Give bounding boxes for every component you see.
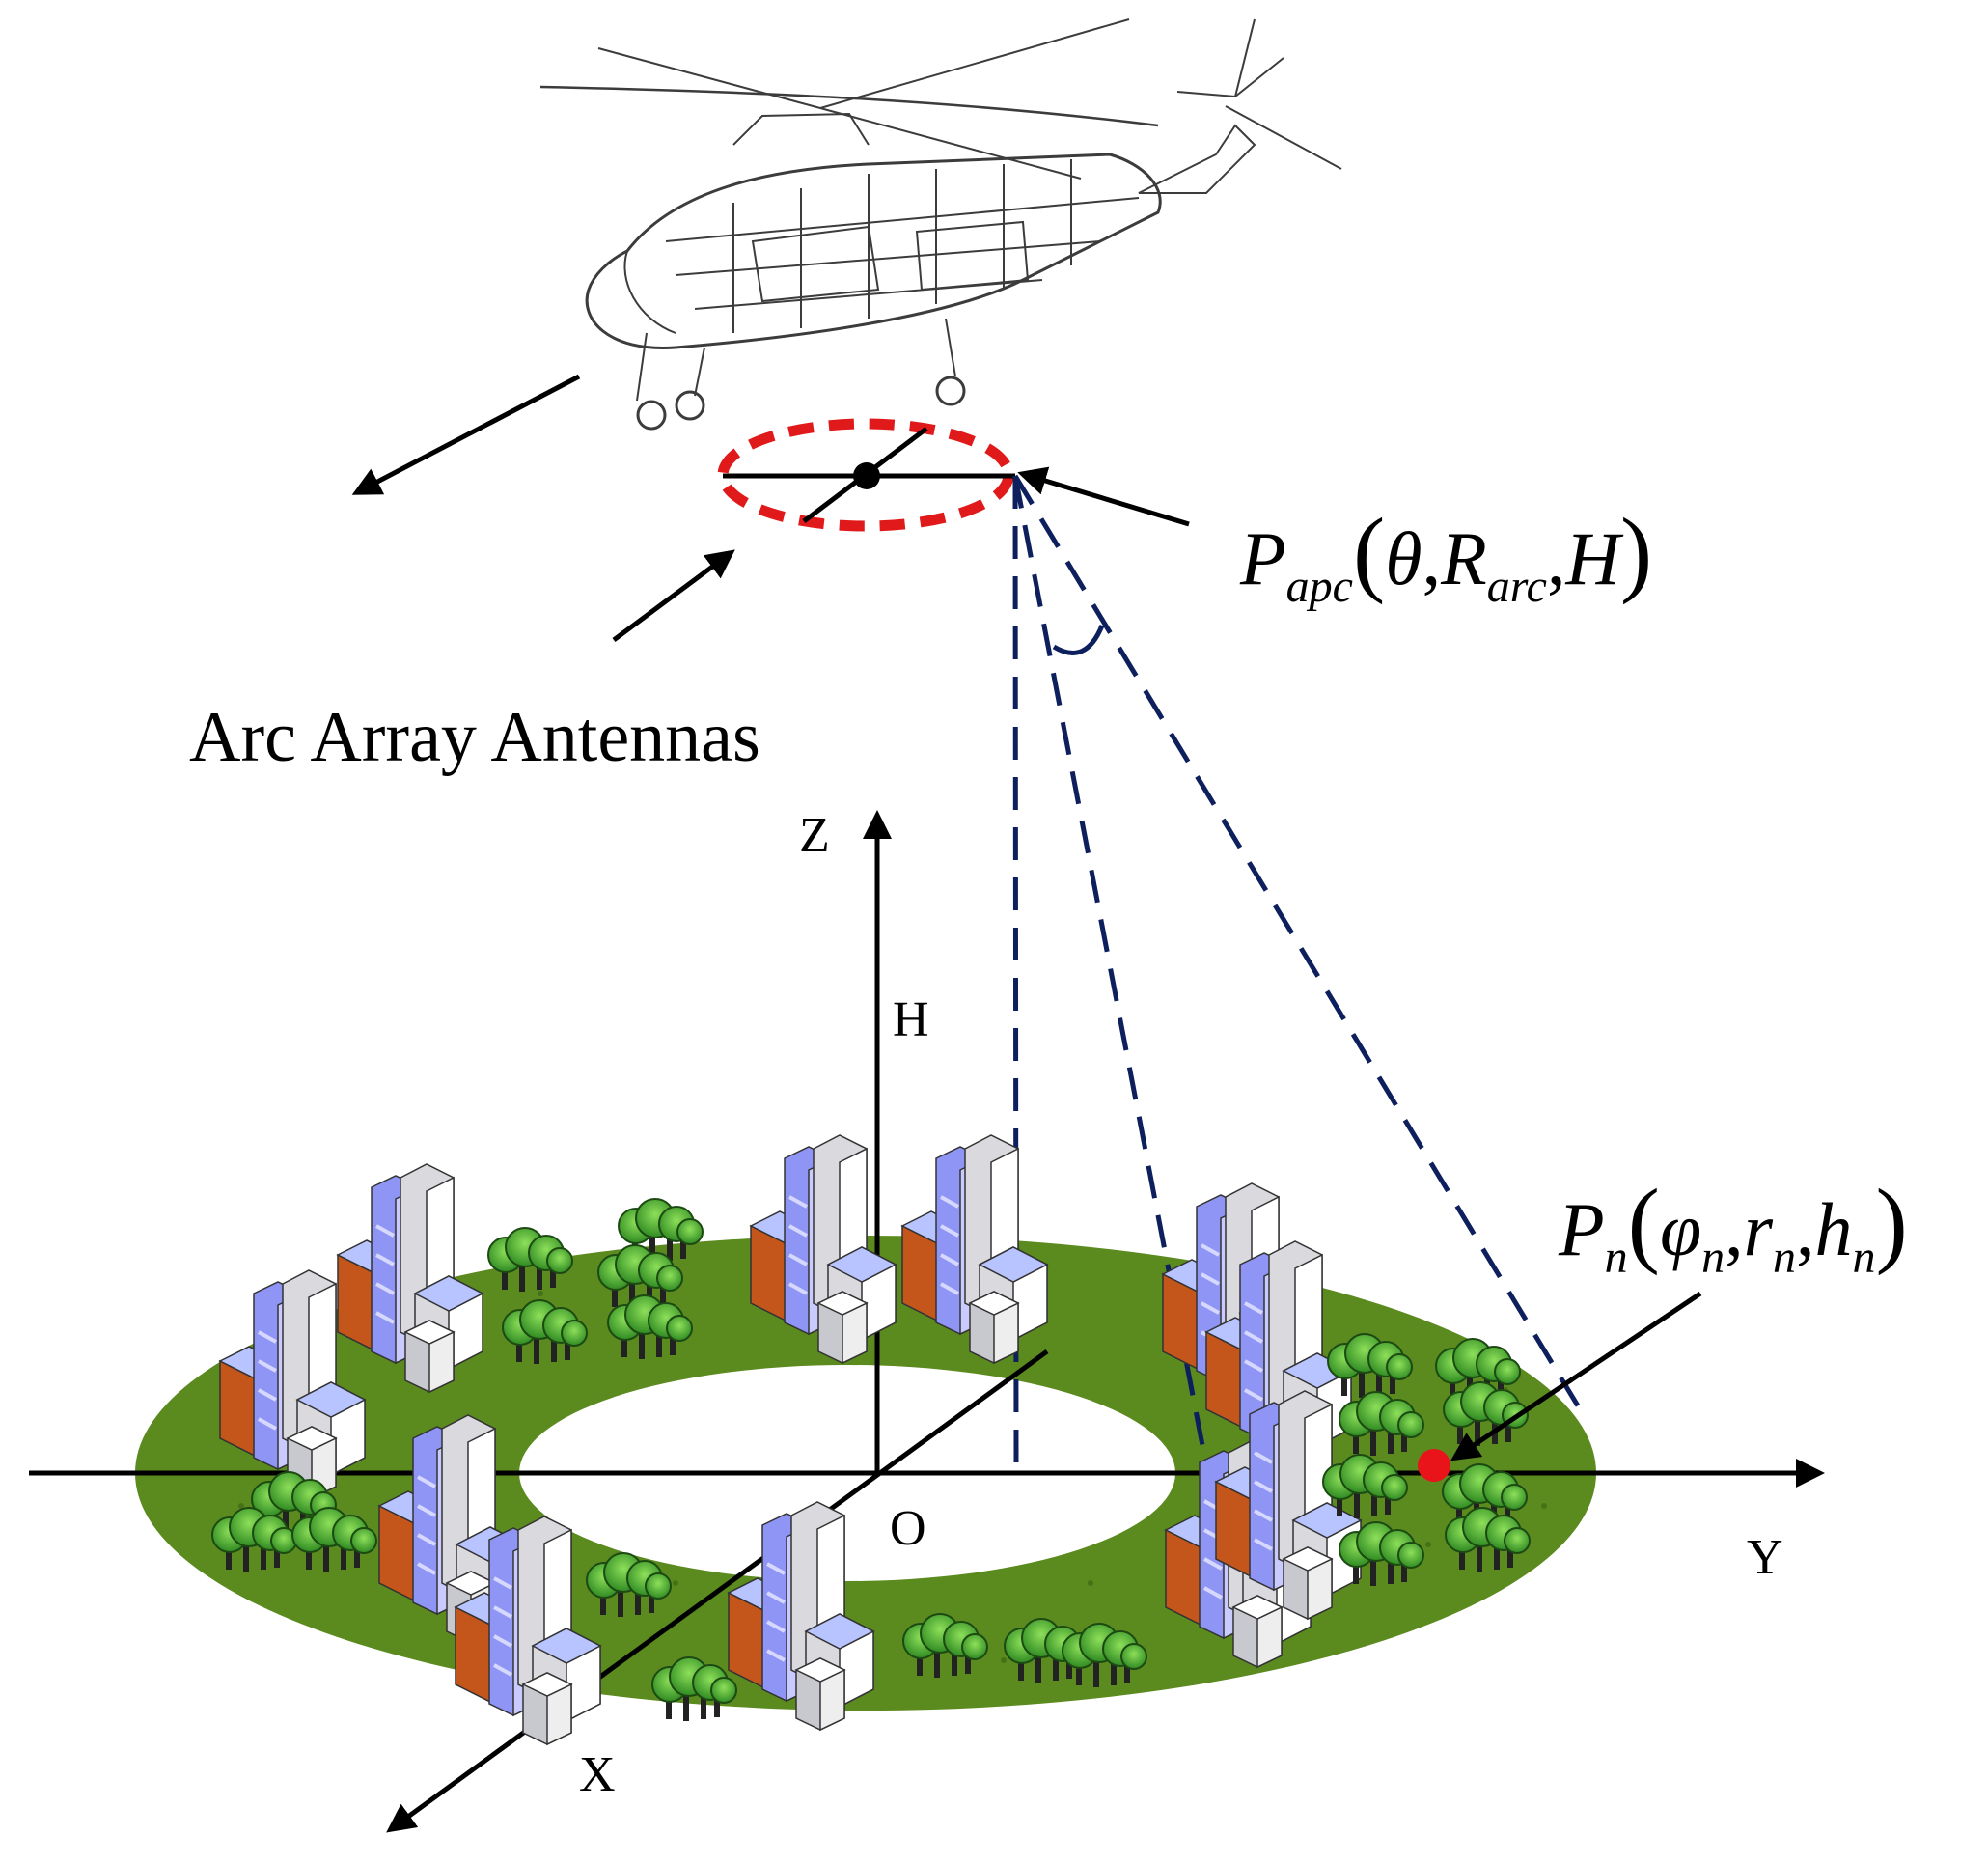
flight-direction-arrow — [351, 374, 581, 495]
apc-arg-r-subscript: arc — [1487, 561, 1547, 612]
apc-subscript: apc — [1286, 561, 1353, 612]
helicopter-illustration — [539, 18, 1342, 431]
apc-arg-theta: θ — [1385, 516, 1422, 600]
target-point — [1418, 1449, 1450, 1482]
target-arg-h: h — [1814, 1187, 1852, 1271]
apc-symbol: P — [1239, 516, 1286, 600]
axis-z-label: Z — [799, 808, 830, 863]
arc-array-antenna — [717, 418, 1015, 532]
apc-arg-r: R — [1440, 516, 1487, 600]
target-arg-phi: φ — [1660, 1187, 1701, 1271]
apc-label: Papc(θ,Rarc,H) — [1239, 498, 1652, 612]
x-axis — [386, 1349, 1049, 1833]
axis-y-label: Y — [1747, 1530, 1783, 1585]
target-label: Pn(φn,rn,hn) — [1558, 1169, 1908, 1283]
antenna-caption: Arc Array Antennas — [189, 698, 760, 777]
target-arrow — [1450, 1291, 1702, 1461]
origin-label: O — [890, 1501, 926, 1556]
target-arg-r: r — [1744, 1187, 1774, 1271]
apc-arrow — [1017, 466, 1190, 527]
height-label: H — [893, 992, 929, 1047]
axis-x-label: X — [579, 1747, 616, 1802]
target-subscript: n — [1605, 1232, 1628, 1283]
target-symbol: P — [1558, 1187, 1605, 1271]
apc-arg-h: H — [1564, 516, 1623, 600]
antenna-caption-arrow — [612, 549, 735, 643]
array-center-point — [853, 462, 880, 489]
